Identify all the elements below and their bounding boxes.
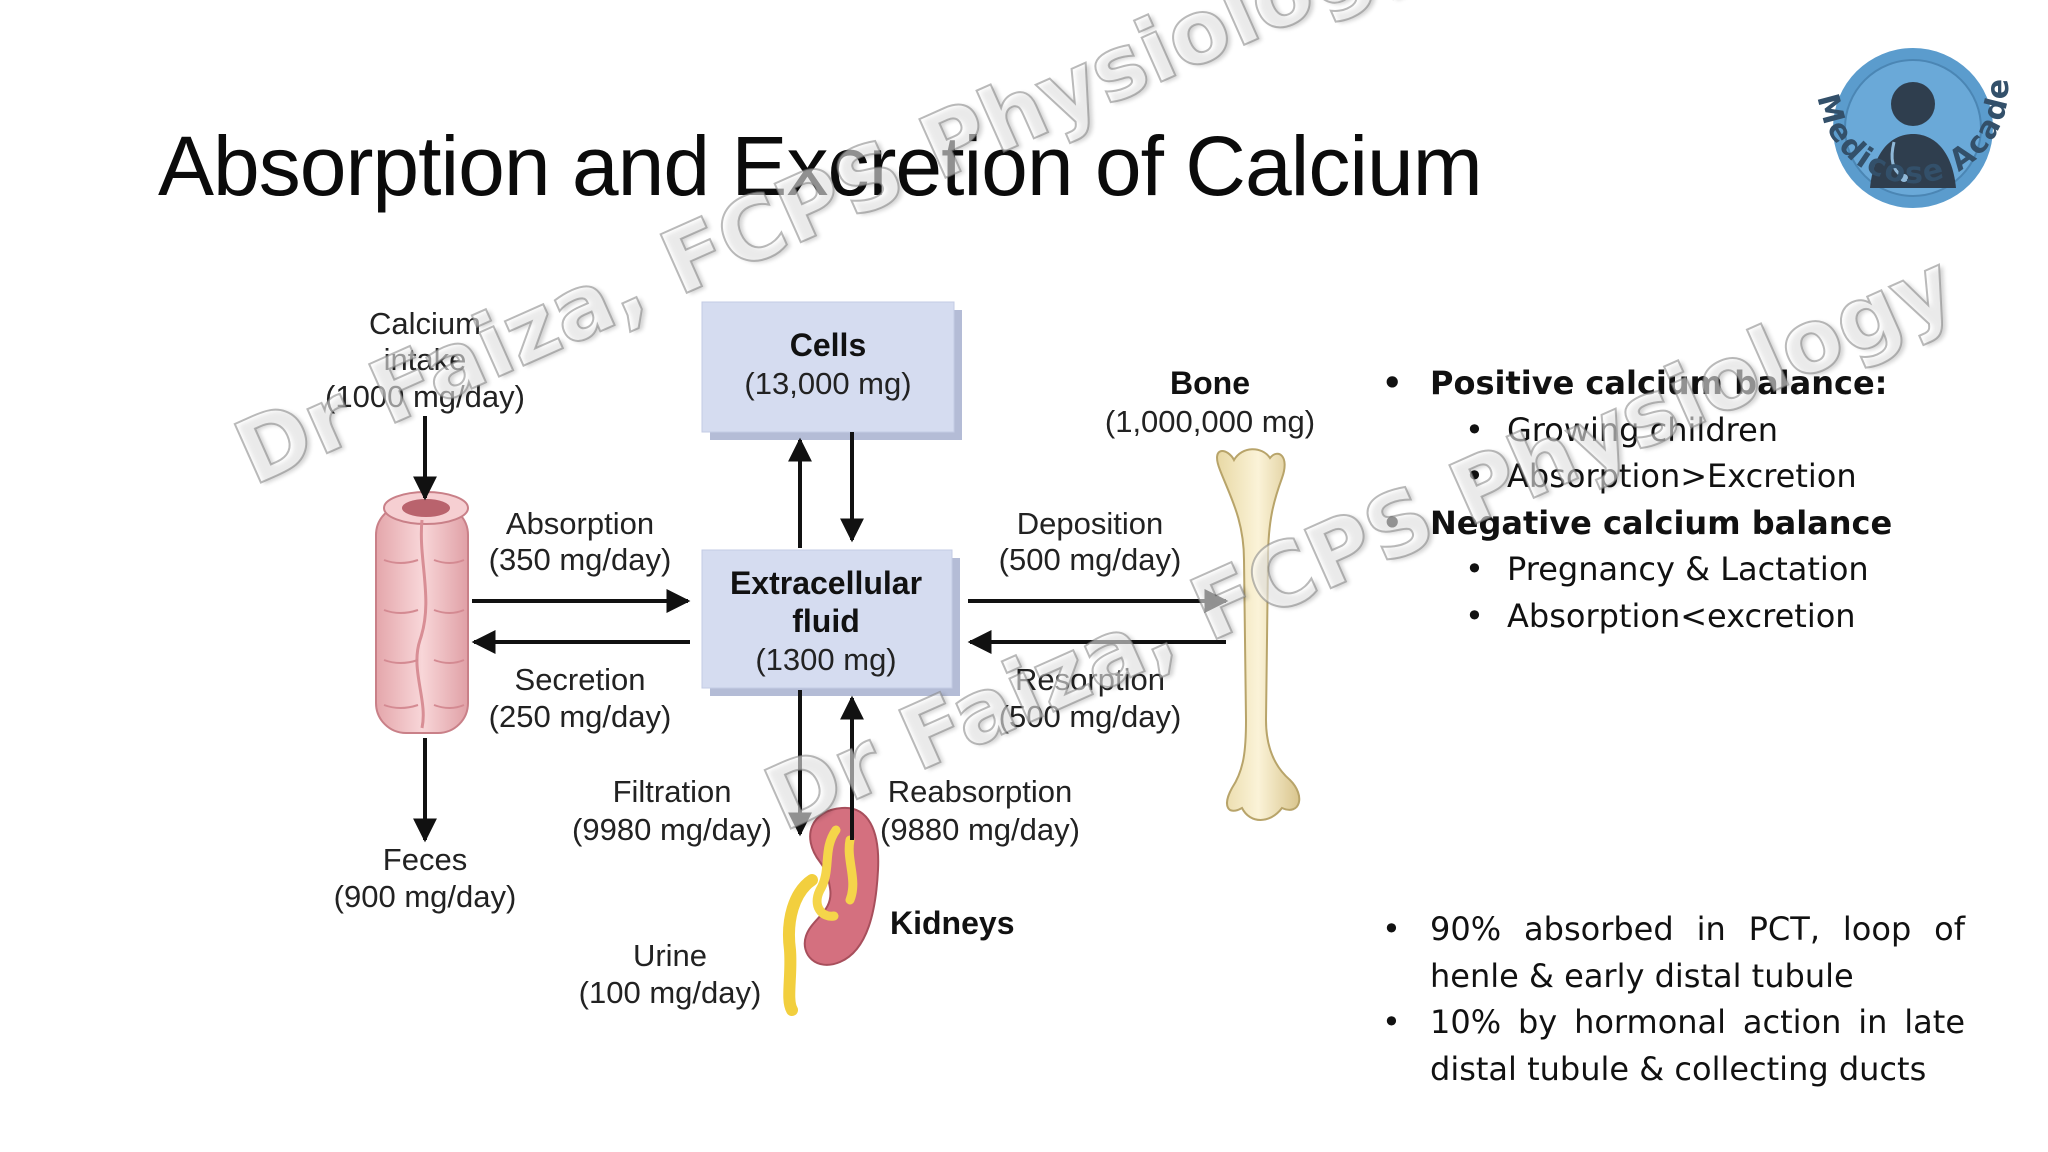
feces-rate: (900 mg/day) bbox=[334, 879, 517, 914]
absorption-label: Absorption bbox=[506, 506, 654, 541]
note-item: 10% by hormonal action in late distal tu… bbox=[1382, 999, 1965, 1092]
calcium-balance-list: Positive calcium balance: Growing childr… bbox=[1382, 360, 1990, 640]
reabsorption-rate: (9880 mg/day) bbox=[880, 812, 1080, 847]
secretion-rate: (250 mg/day) bbox=[489, 699, 672, 734]
positive-balance-item: Growing children bbox=[1465, 407, 1990, 454]
filtration-label: Filtration bbox=[613, 774, 732, 809]
bone-amount: (1,000,000 mg) bbox=[1105, 404, 1315, 439]
kidney-icon bbox=[783, 806, 880, 1016]
bone-icon bbox=[1216, 448, 1301, 821]
urine-rate: (100 mg/day) bbox=[579, 975, 762, 1010]
intake-line1: Calcium bbox=[369, 306, 481, 341]
intestine-icon bbox=[375, 491, 469, 734]
cells-box: Cells (13,000 mg) bbox=[701, 301, 962, 440]
ecf-line1: Extracellular bbox=[730, 565, 922, 601]
slide-title: Absorption and Excretion of Calcium bbox=[158, 119, 1483, 213]
ecf-box: Extracellular fluid (1300 mg) bbox=[701, 549, 960, 696]
doctor-silhouette-icon bbox=[1870, 82, 1956, 188]
ecf-amount: (1300 mg) bbox=[755, 642, 896, 677]
ecf-line2: fluid bbox=[792, 603, 860, 639]
negative-balance-item: Absorption<excretion bbox=[1465, 593, 1990, 640]
absorption-rate: (350 mg/day) bbox=[489, 542, 672, 577]
flow-arrows bbox=[413, 416, 1229, 843]
urine-label: Urine bbox=[633, 938, 707, 973]
cells-name: Cells bbox=[790, 327, 866, 363]
deposition-label: Deposition bbox=[1017, 506, 1163, 541]
kidneys-label: Kidneys bbox=[890, 905, 1014, 941]
filtration-rate: (9980 mg/day) bbox=[572, 812, 772, 847]
secretion-label: Secretion bbox=[515, 662, 646, 697]
intake-line2: intake bbox=[384, 342, 467, 377]
cells-amount: (13,000 mg) bbox=[744, 366, 911, 401]
negative-balance-heading: Negative calcium balance bbox=[1382, 500, 1990, 547]
reabsorption-label: Reabsorption bbox=[888, 774, 1072, 809]
reabsorption-notes: 90% absorbed in PCT, loop of henle & ear… bbox=[1382, 906, 1965, 1092]
note-item: 90% absorbed in PCT, loop of henle & ear… bbox=[1382, 906, 1965, 999]
medicose-academics-logo: Medicose Academics bbox=[1790, 18, 2014, 208]
resorption-label: Resorption bbox=[1015, 662, 1165, 697]
resorption-rate: (500 mg/day) bbox=[999, 699, 1182, 734]
intake-line3: (1000 mg/day) bbox=[325, 379, 525, 414]
positive-balance-heading: Positive calcium balance: bbox=[1382, 360, 1990, 407]
bone-name: Bone bbox=[1170, 365, 1250, 401]
deposition-rate: (500 mg/day) bbox=[999, 542, 1182, 577]
feces-label: Feces bbox=[383, 842, 467, 877]
positive-balance-item: Absorption>Excretion bbox=[1465, 453, 1990, 500]
negative-balance-item: Pregnancy & Lactation bbox=[1465, 546, 1990, 593]
